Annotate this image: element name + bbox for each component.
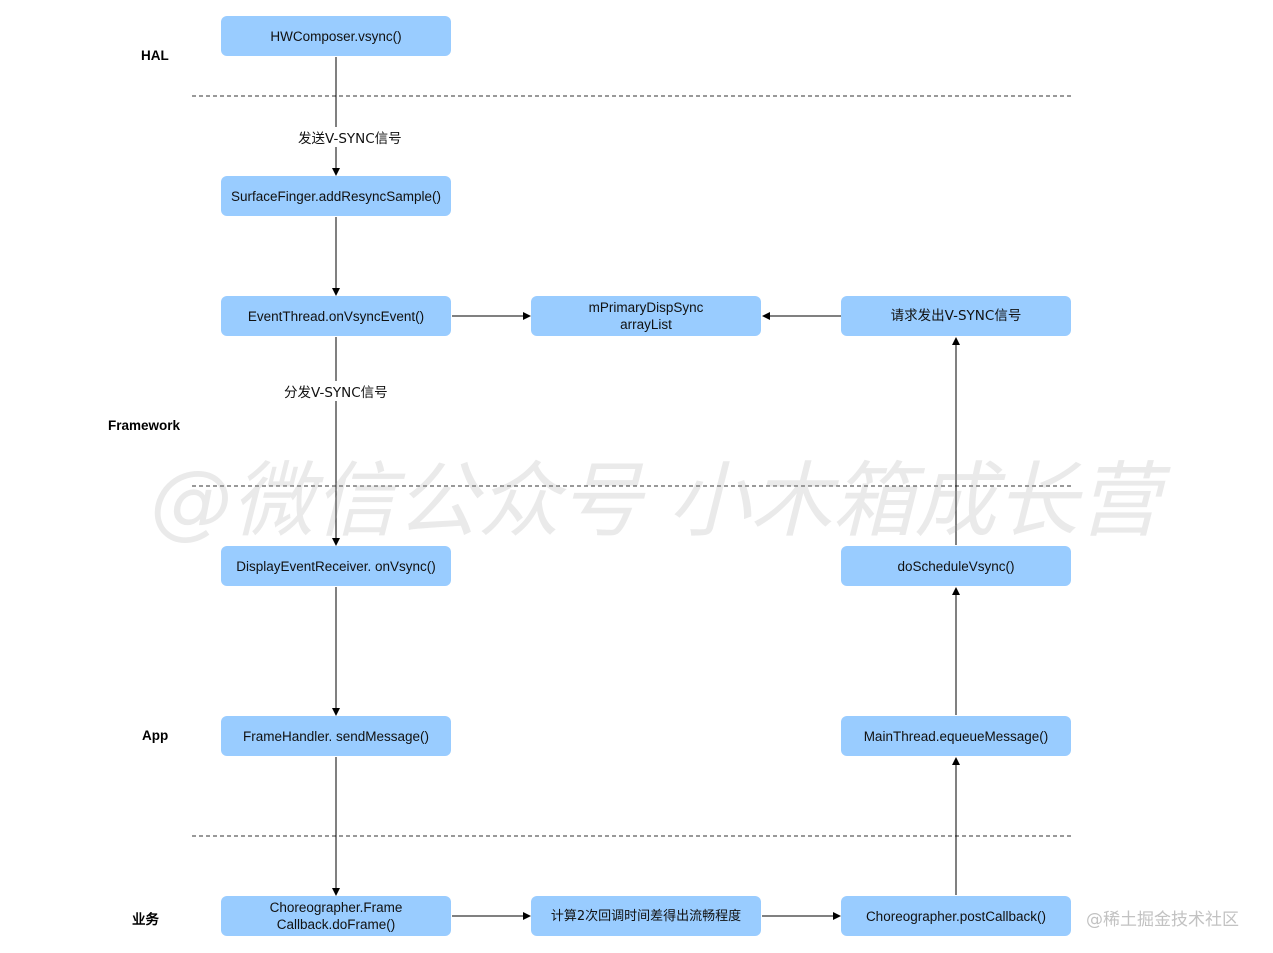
edge-label-send-vsync: 发送V-SYNC信号: [297, 127, 403, 147]
node-eventthread-onvsyncevent: EventThread.onVsyncEvent(): [221, 296, 451, 336]
node-doschedulevsync: doScheduleVsync(): [841, 546, 1071, 586]
node-request-vsync: 请求发出V-SYNC信号: [841, 296, 1071, 336]
node-choreographer-framecallback-doframe: Choreographer.Frame Callback.doFrame(): [221, 896, 451, 936]
node-choreographer-postcallback: Choreographer.postCallback(): [841, 896, 1071, 936]
node-surfacefinger-addresyncsample: SurfaceFinger.addResyncSample(): [221, 176, 451, 216]
layer-label-business: 业务: [132, 912, 159, 928]
layer-label-app: App: [142, 728, 169, 743]
node-displayeventreceiver-onvsync: DisplayEventReceiver. onVsync(): [221, 546, 451, 586]
node-framehandler-sendmessage: FrameHandler. sendMessage(): [221, 716, 451, 756]
layer-label-hal: HAL: [141, 48, 169, 63]
node-hwcomposer-vsync: HWComposer.vsync(): [221, 16, 451, 56]
node-calc-smoothness: 计算2次回调时间差得出流畅程度: [531, 896, 761, 936]
node-mainthread-equeuemessage: MainThread.equeueMessage(): [841, 716, 1071, 756]
watermark-juejin: @稀土掘金技术社区: [1086, 910, 1239, 930]
edge-label-dispatch-vsync: 分发V-SYNC信号: [283, 381, 389, 401]
node-mprimarydispsync-arraylist: mPrimaryDispSync arrayList: [531, 296, 761, 336]
layer-label-framework: Framework: [108, 418, 181, 433]
